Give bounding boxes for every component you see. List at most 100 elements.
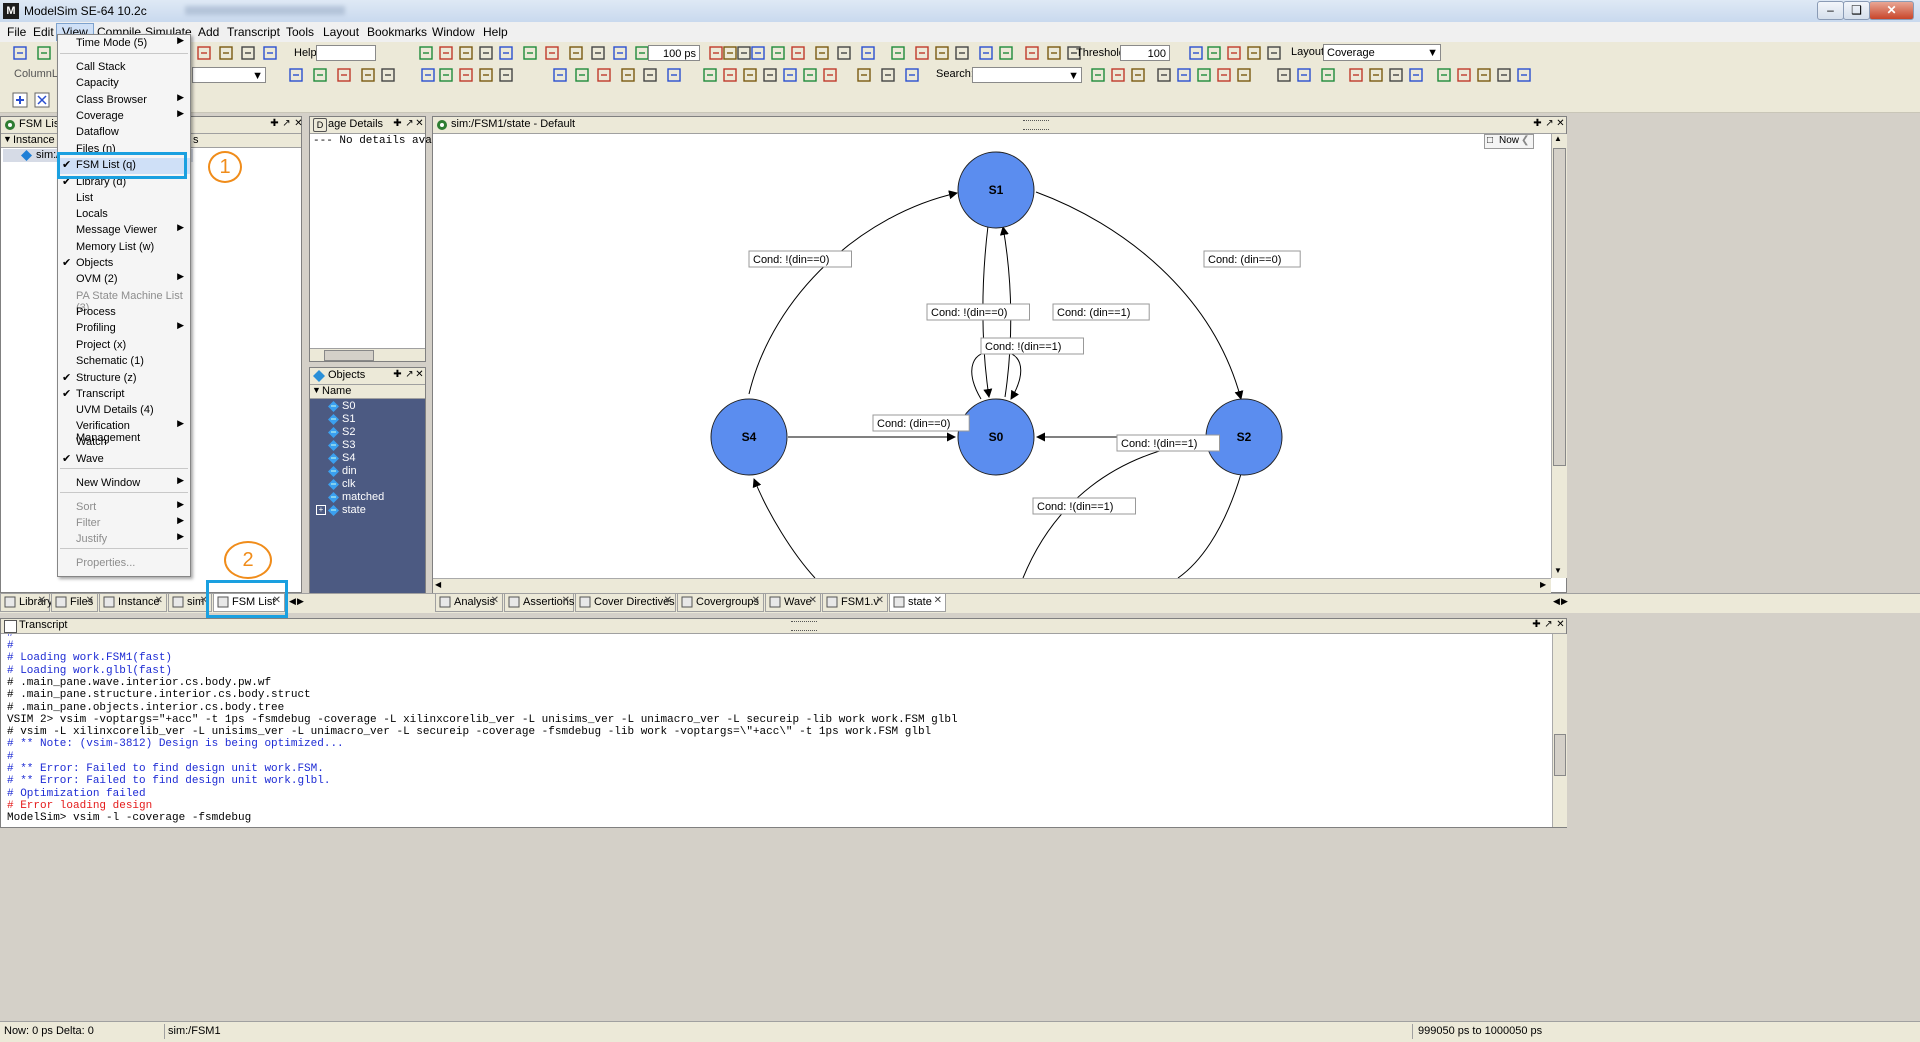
tab-assertions[interactable]: Assertions✕ <box>504 594 574 612</box>
tab-wave[interactable]: Wave✕ <box>765 594 821 612</box>
menu-edit[interactable]: Edit <box>33 25 54 39</box>
close-tab-icon[interactable]: ✕ <box>808 595 817 606</box>
filter-icon[interactable] <box>498 67 514 83</box>
cursor-icon[interactable] <box>802 67 818 83</box>
view-menu-item-objects[interactable]: ✔Objects <box>58 256 190 272</box>
close-tab-icon[interactable]: ✕ <box>272 595 281 606</box>
grid-icon[interactable] <box>1348 67 1364 83</box>
tab-fsm-list[interactable]: FSM List✕ <box>213 594 285 612</box>
paste-icon[interactable] <box>1046 45 1062 61</box>
zoom-in-icon[interactable] <box>336 67 352 83</box>
wave-icon[interactable] <box>552 67 568 83</box>
fsm-vscrollbar[interactable]: ▲ ▼ <box>1551 134 1567 578</box>
tab-scroll-left-icon[interactable]: ◀ <box>1553 596 1560 606</box>
zoom-in-icon[interactable] <box>596 67 612 83</box>
tab-cover-directives[interactable]: Cover Directives✕ <box>575 594 676 612</box>
zoom-in-icon[interactable] <box>1456 67 1472 83</box>
menu-transcript[interactable]: Transcript <box>227 25 280 39</box>
transition-label-box[interactable] <box>1203 250 1301 268</box>
redo-icon[interactable] <box>1188 45 1204 61</box>
find-icon[interactable] <box>1206 45 1222 61</box>
zoom-fit-icon[interactable] <box>12 92 28 108</box>
step-icon[interactable] <box>418 45 434 61</box>
transition-label-box[interactable] <box>980 337 1084 355</box>
scrollbar-thumb[interactable] <box>1554 734 1566 776</box>
signal-icon[interactable] <box>1130 67 1146 83</box>
expand-icon[interactable]: + <box>316 505 326 515</box>
close-tab-icon[interactable]: ✕ <box>561 595 570 606</box>
right-arrow-icon[interactable] <box>934 45 950 61</box>
view-menu-item-process[interactable]: Process <box>58 305 190 321</box>
drag-handle[interactable] <box>1023 120 1049 130</box>
transition-label-box[interactable] <box>872 414 970 432</box>
object-row[interactable]: S1 <box>310 413 422 426</box>
transition-label-box[interactable] <box>748 250 852 268</box>
bookmark-icon[interactable] <box>666 67 682 83</box>
view-menu-item-profiling[interactable]: Profiling▶ <box>58 320 190 337</box>
view-menu-item-new-window[interactable]: New Window▶ <box>58 475 190 492</box>
simulate-icon[interactable] <box>1246 45 1262 61</box>
grid-icon[interactable] <box>722 67 738 83</box>
sort-down-icon[interactable]: ▼ <box>312 385 321 395</box>
wave-icon[interactable] <box>782 67 798 83</box>
view-menu-item-locals[interactable]: Locals <box>58 207 190 223</box>
view-menu-item-verification-management[interactable]: Verification Management▶ <box>58 418 190 444</box>
cursor-icon[interactable] <box>1196 67 1212 83</box>
simulate-icon[interactable] <box>240 45 256 61</box>
close-tab-icon[interactable]: ✕ <box>490 595 499 606</box>
view-menu-item-coverage[interactable]: Coverage▶ <box>58 108 190 125</box>
pane-dock-icon[interactable]: ✚ <box>270 118 279 129</box>
grid-icon[interactable] <box>1110 67 1126 83</box>
cursor-icon[interactable] <box>312 67 328 83</box>
close-tab-icon[interactable]: ✕ <box>663 595 672 606</box>
help-search-input[interactable] <box>316 45 376 61</box>
view-menu-item-uvm-details-4[interactable]: UVM Details (4) <box>58 403 190 419</box>
column-name[interactable]: Name <box>322 385 352 397</box>
object-row[interactable]: S4 <box>310 452 422 465</box>
bookmark-icon[interactable] <box>904 67 920 83</box>
view-menu-item-capacity[interactable]: Capacity <box>58 76 190 92</box>
sort-down-icon[interactable]: ▼ <box>3 134 12 144</box>
cursor-icon[interactable] <box>574 67 590 83</box>
filter-icon[interactable] <box>1156 67 1172 83</box>
open-folder-icon[interactable] <box>36 45 52 61</box>
close-tab-icon[interactable]: ✕ <box>199 595 208 606</box>
right-arrow-icon[interactable] <box>522 45 538 61</box>
transition-label-box[interactable] <box>1032 497 1136 515</box>
zoom-out-icon[interactable] <box>360 67 376 83</box>
restart-icon[interactable] <box>860 45 876 61</box>
view-menu-item-call-stack[interactable]: Call Stack <box>58 60 190 76</box>
view-menu-item-structure-z[interactable]: ✔Structure (z) <box>58 371 190 387</box>
state-node-s4[interactable] <box>710 398 788 476</box>
pane-undock-icon[interactable]: ↗ <box>1545 118 1554 129</box>
pane-close-icon[interactable]: ✕ <box>415 369 424 380</box>
zoom-out-icon[interactable] <box>856 67 872 83</box>
left-arrow-icon[interactable] <box>914 45 930 61</box>
tab-scroll-left-icon[interactable]: ◀ <box>289 596 296 606</box>
object-row[interactable]: S0 <box>310 400 422 413</box>
object-row[interactable]: S3 <box>310 439 422 452</box>
column-states[interactable]: s <box>193 134 199 146</box>
pane-dock-icon[interactable]: ✚ <box>1532 619 1541 630</box>
object-row[interactable]: S2 <box>310 426 422 439</box>
close-tab-icon[interactable]: ✕ <box>37 595 46 606</box>
bookmark-icon[interactable] <box>420 67 436 83</box>
restart-icon[interactable] <box>458 45 474 61</box>
zoom-in-icon[interactable] <box>1216 67 1232 83</box>
copy-icon[interactable] <box>612 45 628 61</box>
find-icon[interactable] <box>196 45 212 61</box>
tab-scroll-right-icon[interactable]: ▶ <box>1561 596 1568 606</box>
tab-state[interactable]: state✕ <box>889 594 946 612</box>
compile-icon[interactable] <box>750 45 766 61</box>
view-menu-item-library-d[interactable]: ✔Library (d) <box>58 175 190 191</box>
view-menu-item-message-viewer[interactable]: Message Viewer▶ <box>58 222 190 239</box>
zoom-full-icon[interactable] <box>1276 67 1292 83</box>
filter-icon[interactable] <box>762 67 778 83</box>
transition-label-box[interactable] <box>1116 434 1220 452</box>
pane-close-icon[interactable]: ✕ <box>415 118 424 129</box>
edge-icon[interactable] <box>438 67 454 83</box>
close-tab-icon[interactable]: ✕ <box>933 595 942 606</box>
menu-help[interactable]: Help <box>483 25 508 39</box>
tab-covergroups[interactable]: Covergroups✕ <box>677 594 764 612</box>
close-tab-icon[interactable]: ✕ <box>154 595 163 606</box>
